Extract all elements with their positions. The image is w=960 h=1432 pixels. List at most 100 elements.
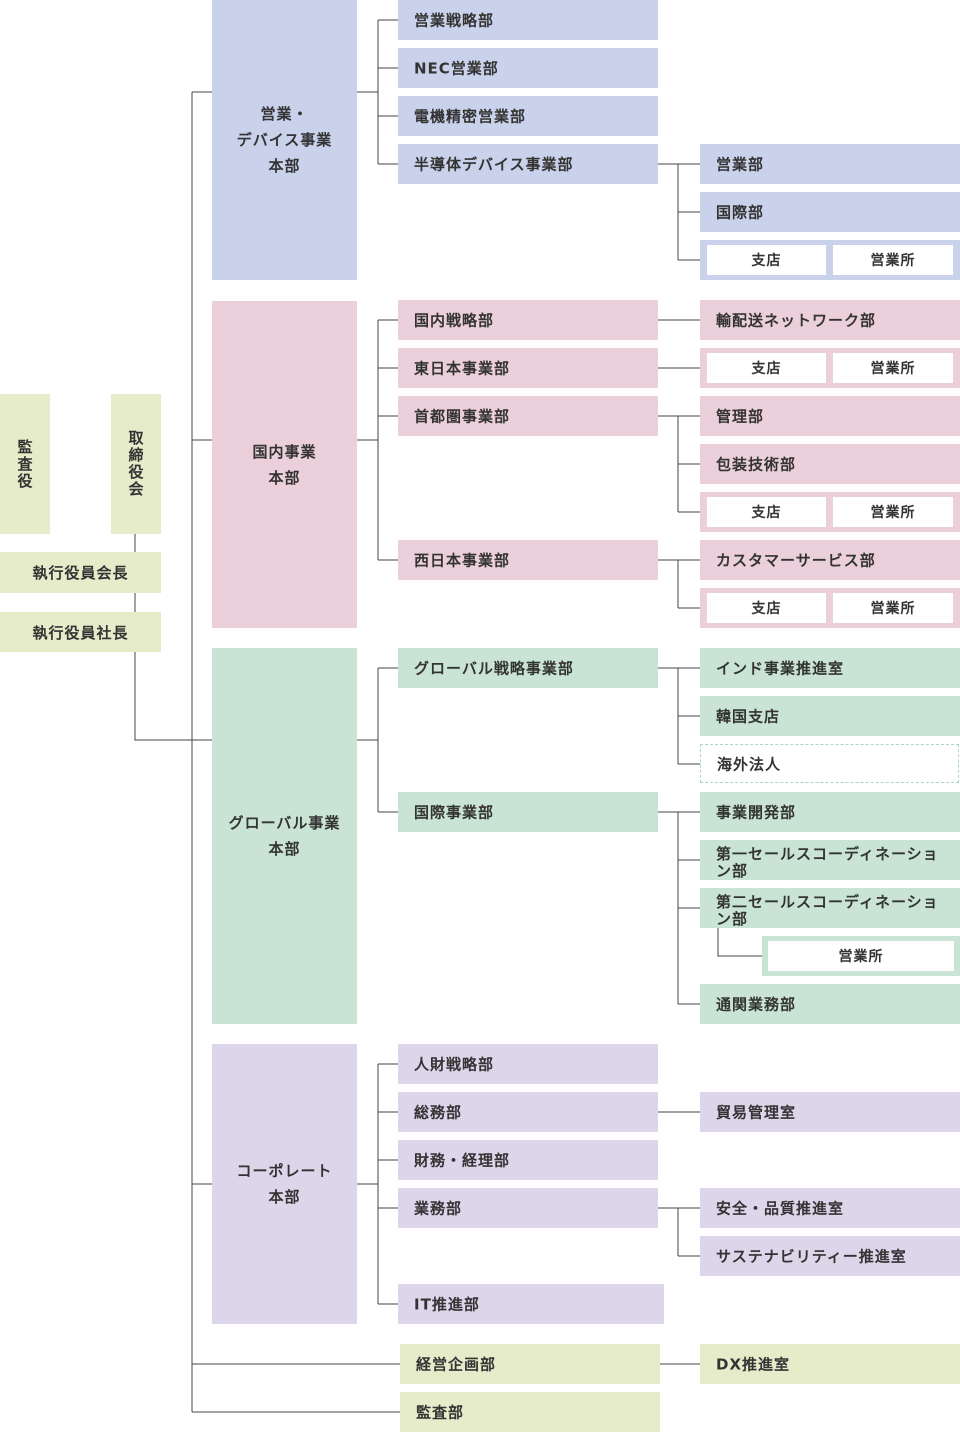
branch-cell: 支店 — [707, 353, 826, 383]
dept-box: 人財戦略部 — [398, 1044, 658, 1084]
sub-dept-label: 第一セールスコーディネーション部 — [716, 845, 939, 880]
hq-domestic: 国内事業 本部 — [212, 301, 357, 628]
hq-name-line: 営業・ — [260, 105, 309, 123]
sub-dept-box: 営業部 — [700, 144, 960, 184]
dept-label: 首都圏事業部 — [414, 407, 511, 426]
dept-label: IT推進部 — [414, 1295, 480, 1314]
audit-box: 監査部 — [400, 1392, 660, 1432]
office-cell: 営業所 — [833, 353, 953, 383]
dept-box: 営業戦略部 — [398, 0, 658, 40]
dept-label: 国際事業部 — [414, 803, 495, 822]
office-cell: 営業所 — [833, 593, 953, 623]
dept-box: 財務・経理部 — [398, 1140, 658, 1180]
office-cell: 営業所 — [768, 941, 954, 971]
board-label: 取締役会 — [126, 430, 145, 498]
sub-dept-box: 通関業務部 — [700, 984, 960, 1024]
office-cell: 営業所 — [833, 497, 953, 527]
dept-box: 半導体デバイス事業部 — [398, 144, 658, 184]
dept-box: NEC営業部 — [398, 48, 658, 88]
sub-dept-box: 輸配送ネットワーク部 — [700, 300, 960, 340]
dept-box: 東日本事業部 — [398, 348, 658, 388]
hq-name-line: 本部 — [268, 157, 301, 175]
sub-dept-box: 第二セールスコーディネーション部 — [700, 888, 960, 928]
sub-dept-label: インド事業推進室 — [716, 659, 845, 678]
chairman-box: 執行役員会長 — [0, 552, 161, 593]
dept-label: 業務部 — [414, 1199, 463, 1218]
sub-dept-box: サステナビリティー推進室 — [700, 1236, 960, 1276]
sub-dept-label: 第二セールスコーディネーション部 — [716, 893, 939, 928]
sub-dept-label: サステナビリティー推進室 — [716, 1247, 907, 1266]
dept-label: 総務部 — [414, 1103, 463, 1122]
sub-dept-label: 韓国支店 — [716, 707, 781, 726]
sub-dept-box: インド事業推進室 — [700, 648, 960, 688]
dept-box: グローバル戦略事業部 — [398, 648, 658, 688]
planning-box: 経営企画部 — [400, 1344, 660, 1384]
dept-label: 営業戦略部 — [414, 11, 495, 30]
dept-label: グローバル戦略事業部 — [414, 659, 574, 678]
sub-dept-label: 国際部 — [716, 203, 765, 222]
branch-office-box: 支店 営業所 — [700, 492, 960, 532]
dept-box: 国際事業部 — [398, 792, 658, 832]
hq-sales-devices: 営業・ デバイス事業 本部 — [212, 0, 357, 280]
dept-label: 電機精密営業部 — [414, 107, 527, 126]
dept-label: 人財戦略部 — [414, 1055, 495, 1074]
sub-dept-box: 安全・品質推進室 — [700, 1188, 960, 1228]
office-cell: 営業所 — [833, 245, 953, 275]
branch-cell: 支店 — [707, 245, 826, 275]
dx-box: DX推進室 — [700, 1344, 960, 1384]
dept-label: 東日本事業部 — [414, 359, 511, 378]
hq-name-line: 本部 — [268, 840, 301, 858]
sub-dept-label: 通関業務部 — [716, 995, 797, 1014]
branch-cell: 支店 — [707, 497, 826, 527]
hq-corporate: コーポレート 本部 — [212, 1044, 357, 1324]
president-box: 執行役員社長 — [0, 612, 161, 652]
sub-dept-box: 第一セールスコーディネーション部 — [700, 840, 960, 880]
sub-dept-box: カスタマーサービス部 — [700, 540, 960, 580]
planning-label: 経営企画部 — [416, 1355, 497, 1374]
hq-name-line: 本部 — [268, 1188, 301, 1206]
dept-box: 電機精密営業部 — [398, 96, 658, 136]
dept-label: 財務・経理部 — [414, 1151, 511, 1170]
dept-box: 総務部 — [398, 1092, 658, 1132]
sub-dept-label: 管理部 — [716, 407, 765, 426]
hq-name-line: コーポレート — [236, 1162, 333, 1180]
dept-box: 業務部 — [398, 1188, 658, 1228]
sub-dept-box: 事業開発部 — [700, 792, 960, 832]
hq-name-line: グローバル事業 — [228, 814, 341, 832]
dept-box: IT推進部 — [398, 1284, 664, 1324]
sub-dept-label: 安全・品質推進室 — [716, 1199, 845, 1218]
dept-label: 国内戦略部 — [414, 311, 495, 330]
hq-global: グローバル事業 本部 — [212, 648, 357, 1024]
president-label: 執行役員社長 — [32, 623, 129, 642]
sub-dept-label: カスタマーサービス部 — [716, 551, 876, 570]
dept-box: 国内戦略部 — [398, 300, 658, 340]
auditor-box: 監査役 — [0, 394, 50, 534]
hq-name-line: 国内事業 — [252, 442, 317, 461]
dept-label: 西日本事業部 — [414, 551, 511, 570]
branch-office-box: 支店 営業所 — [700, 240, 960, 280]
office-box: 営業所 — [762, 936, 960, 976]
branch-office-box: 支店 営業所 — [700, 588, 960, 628]
sub-dept-box: 管理部 — [700, 396, 960, 436]
branch-cell: 支店 — [707, 593, 826, 623]
sub-dept-box: 貿易管理室 — [700, 1092, 960, 1132]
hq-name-line: 本部 — [268, 468, 301, 487]
sub-dept-label: 包装技術部 — [716, 455, 797, 474]
sub-dept-box: 包装技術部 — [700, 444, 960, 484]
sub-dept-label: 海外法人 — [717, 755, 782, 773]
branch-office-box: 支店 営業所 — [700, 348, 960, 388]
dx-label: DX推進室 — [716, 1355, 791, 1374]
dept-box: 首都圏事業部 — [398, 396, 658, 436]
sub-dept-label: 事業開発部 — [716, 803, 797, 822]
dept-label: NEC営業部 — [414, 59, 499, 78]
chairman-label: 執行役員会長 — [32, 564, 129, 582]
hq-name-line: デバイス事業 — [236, 131, 333, 149]
sub-dept-label: 輸配送ネットワーク部 — [716, 311, 877, 330]
board-box: 取締役会 — [111, 394, 161, 534]
sub-dept-box-dotted: 海外法人 — [700, 744, 959, 783]
sub-dept-box: 韓国支店 — [700, 696, 960, 736]
dept-box: 西日本事業部 — [398, 540, 658, 580]
sub-dept-label: 貿易管理室 — [716, 1103, 797, 1122]
